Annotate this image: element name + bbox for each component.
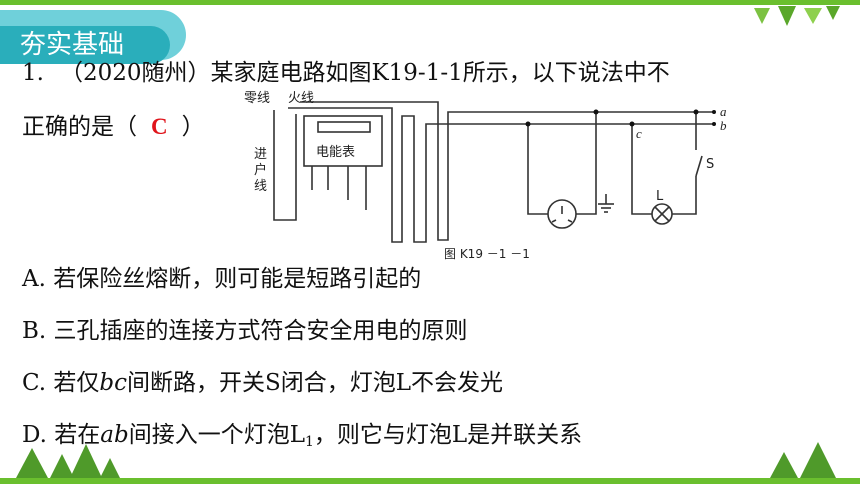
label-live: 火线 xyxy=(288,91,314,106)
option-d-pre: D. 若在 xyxy=(22,422,101,448)
circuit-diagram: 零线 火线 电能表 a b c S L 图 K19 －1 －1 进 户 线 xyxy=(244,91,727,261)
switch-label: S xyxy=(706,157,714,172)
meter-label: 电能表 xyxy=(316,145,355,160)
option-b: B. 三孔插座的连接方式符合安全用电的原则 xyxy=(22,318,468,344)
option-c-pre: C. 若仅 xyxy=(22,370,100,396)
option-d-italic: ab xyxy=(100,422,129,448)
question-line-2: 正确的是（ C ） xyxy=(22,112,205,142)
tree-decoration-icon xyxy=(16,442,836,478)
lamp-label: L xyxy=(656,189,664,204)
question-close-paren: ） xyxy=(181,114,205,140)
section-header: 夯实基础 xyxy=(0,10,186,64)
option-c-italic: bc xyxy=(99,370,128,396)
option-a: A. 若保险丝熔断，则可能是短路引起的 xyxy=(22,266,422,292)
option-d-post: ，则它与灯泡L是并联关系 xyxy=(313,422,583,448)
question-number: 1. xyxy=(22,60,44,86)
option-d: D. 若在ab间接入一个灯泡L1，则它与灯泡L是并联关系 xyxy=(22,420,582,457)
option-d-sub: 1 xyxy=(304,434,314,450)
question-text: （2020随州）某家庭电路如图K19-1-1所示，以下说法中不 xyxy=(59,60,670,86)
label-incoming: 进 户 线 xyxy=(254,147,267,194)
option-c-post: 间断路，开关S闭合，灯泡L不会发光 xyxy=(127,370,504,396)
svg-text:户: 户 xyxy=(254,162,267,178)
answer-mark: C xyxy=(151,114,168,139)
node-a: a xyxy=(720,104,727,119)
ground-bar xyxy=(0,478,860,484)
svg-text:进: 进 xyxy=(254,147,267,162)
question-line-1: 1. （2020随州）某家庭电路如图K19-1-1所示，以下说法中不 xyxy=(22,58,670,88)
section-title: 夯实基础 xyxy=(0,26,170,64)
node-c: c xyxy=(636,126,642,141)
figure-caption: 图 K19 －1 －1 xyxy=(444,247,530,261)
top-accent-bar xyxy=(0,0,860,5)
leaf-decoration-icon xyxy=(754,6,840,26)
svg-text:线: 线 xyxy=(254,179,267,194)
option-d-mid: 间接入一个灯泡L xyxy=(128,422,305,448)
question-text-cont: 正确的是（ xyxy=(22,114,137,140)
label-neutral: 零线 xyxy=(244,91,270,106)
node-b: b xyxy=(720,118,727,133)
option-c: C. 若仅bc间断路，开关S闭合，灯泡L不会发光 xyxy=(22,368,503,398)
